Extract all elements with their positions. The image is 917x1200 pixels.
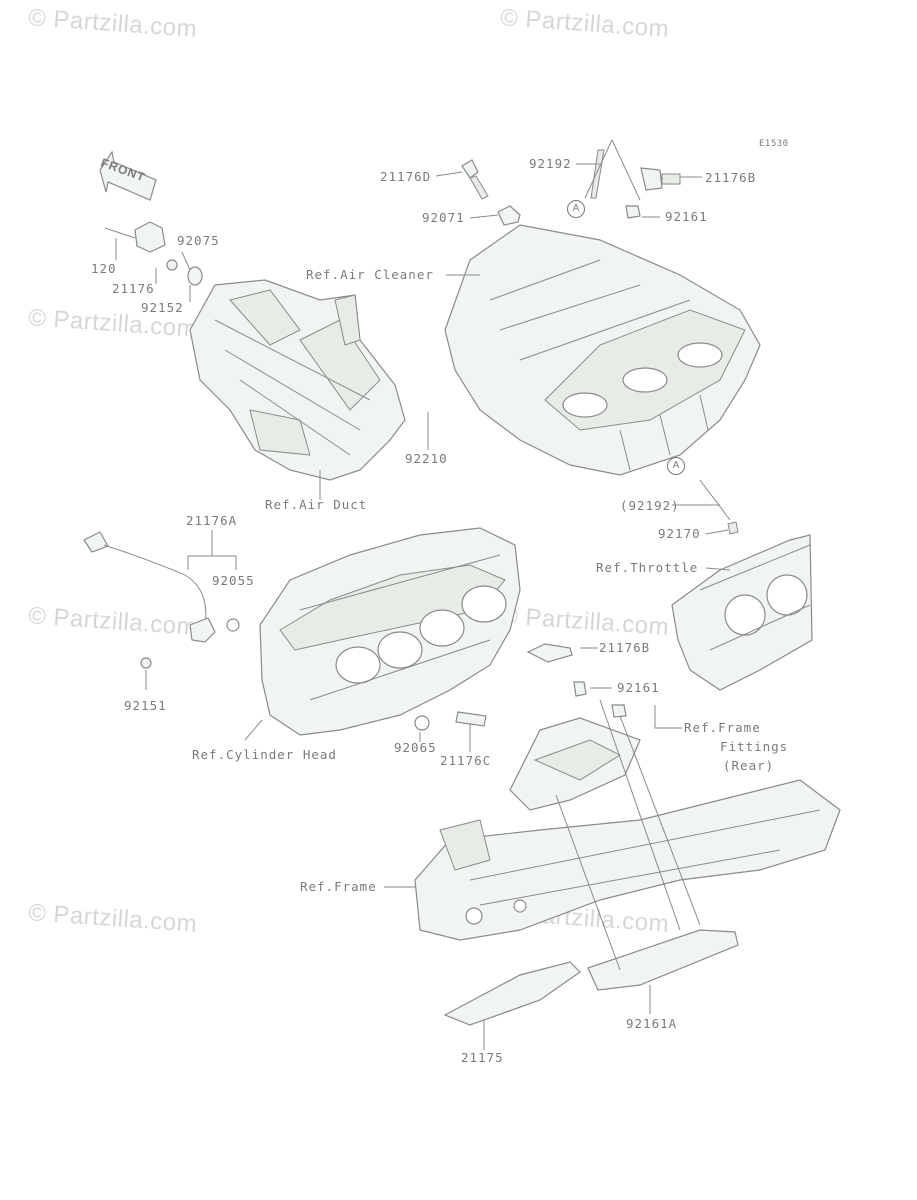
- label-92161-top: 92161: [665, 209, 708, 224]
- label-ref-frame-fittings: Ref.Frame: [684, 720, 761, 735]
- label-92071: 92071: [422, 210, 465, 225]
- label-92152: 92152: [141, 300, 184, 315]
- label-92161-mid: 92161: [617, 680, 660, 695]
- label-21176: 21176: [112, 281, 155, 296]
- label-92210: 92210: [405, 451, 448, 466]
- label-21176A: 21176A: [186, 513, 238, 528]
- sensor-21176B-top-drawing: [584, 139, 681, 219]
- leader-lines: [115, 163, 731, 1050]
- label-92170: 92170: [658, 526, 701, 541]
- throttle-drawing: [671, 479, 813, 691]
- label-92151: 92151: [124, 698, 167, 713]
- label-21176D: 21176D: [380, 169, 432, 184]
- label-ref-cylinder-head: Ref.Cylinder Head: [192, 747, 337, 762]
- air-cleaner-drawing: [444, 224, 761, 476]
- marker-a-mid: A: [667, 457, 685, 475]
- label-ref-air-duct: Ref.Air Duct: [265, 497, 368, 512]
- label-ref-air-cleaner: Ref.Air Cleaner: [306, 267, 434, 282]
- label-92055: 92055: [212, 573, 255, 588]
- sensor-21176A-drawing: [83, 531, 240, 669]
- label-ref-frame: Ref.Frame: [300, 879, 377, 894]
- frame-drawing: [414, 779, 841, 941]
- label-92161A: 92161A: [626, 1016, 678, 1031]
- air-duct-drawing: [189, 279, 406, 481]
- label-21176C: 21176C: [440, 753, 492, 768]
- label-ref-throttle: Ref.Throttle: [596, 560, 699, 575]
- label-92192-paren: (92192): [620, 498, 680, 513]
- label-21175: 21175: [461, 1050, 504, 1065]
- label-ref-frame-fittings: (Rear): [723, 758, 775, 773]
- label-92065: 92065: [394, 740, 437, 755]
- label-120: 120: [91, 261, 117, 276]
- label-92192: 92192: [529, 156, 572, 171]
- frame-fittings-drawing: [509, 717, 641, 811]
- marker-a-top: A: [567, 200, 585, 218]
- diagram-code: E1530: [759, 139, 789, 149]
- guard-21175-drawing: [443, 961, 581, 1026]
- label-ref-frame-fittings: Fittings: [720, 739, 789, 754]
- sensor-21176D-drawing: [461, 159, 521, 226]
- sensor-21176-drawing: [104, 221, 203, 286]
- bracket-92161A-drawing: [587, 929, 739, 991]
- cylinder-head-drawing: [259, 527, 521, 736]
- label-92075: 92075: [177, 233, 220, 248]
- label-21176B-mid: 21176B: [599, 640, 651, 655]
- label-21176B-top: 21176B: [705, 170, 757, 185]
- front-arrow-icon: [99, 150, 157, 201]
- sensor-21176C-drawing: [414, 711, 487, 731]
- sensor-21176B-mid-drawing: [526, 643, 627, 718]
